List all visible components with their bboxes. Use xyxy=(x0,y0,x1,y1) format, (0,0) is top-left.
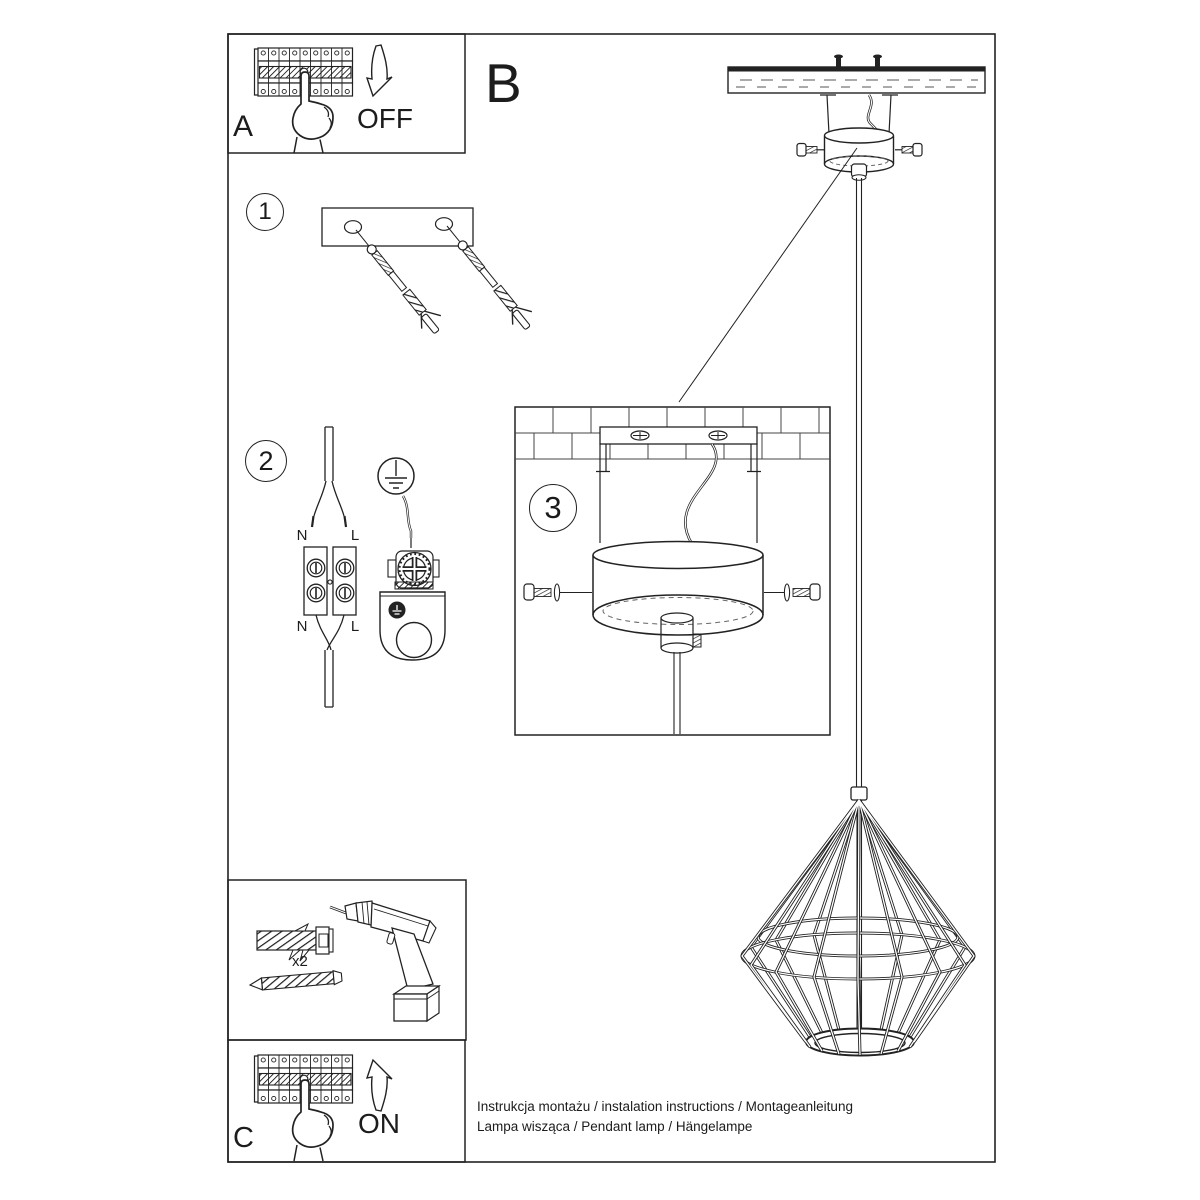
earth-wire xyxy=(401,495,413,548)
step-2-badge: 2 xyxy=(245,440,287,482)
live-label-bottom: L xyxy=(350,618,360,635)
canopy-side-screws xyxy=(523,583,821,602)
panel-b-label: B xyxy=(485,52,522,114)
canopy-screws xyxy=(796,142,923,157)
cord-detail xyxy=(673,652,681,734)
mounting-screws xyxy=(834,54,882,68)
wood-screw-icon xyxy=(248,969,343,991)
anchor-quantity-label: x2 xyxy=(292,953,308,970)
ceiling-bracket xyxy=(820,94,898,135)
mounting-bracket-detail xyxy=(599,426,758,445)
cage-connector xyxy=(850,786,868,801)
step-1-badge: 1 xyxy=(246,193,284,231)
pointer-line xyxy=(678,147,858,403)
panel-a-box xyxy=(227,33,466,154)
pendant-cord xyxy=(855,178,863,787)
panel-c-label: C xyxy=(233,1122,254,1154)
panel-a-label: A xyxy=(233,110,254,143)
terminal-block-drawing xyxy=(303,546,357,708)
drill-icon xyxy=(329,900,441,1023)
off-arrow-icon xyxy=(365,44,393,98)
power-cable-drawing xyxy=(310,426,348,528)
wall-plug-icon xyxy=(256,922,334,962)
earth-terminal-drawing xyxy=(379,550,446,661)
step-2-number: 2 xyxy=(258,445,274,476)
outer-frame xyxy=(227,33,996,1163)
live-label-top: L xyxy=(350,527,360,544)
earth-symbol-icon xyxy=(377,457,415,495)
cord-grip-detail xyxy=(660,612,702,654)
footer-line-2: Lampa wisząca / Pendant lamp / Hängelamp… xyxy=(477,1119,753,1134)
off-label: OFF xyxy=(357,103,413,134)
canopy-suspension xyxy=(596,444,761,543)
ceiling-beam-drawing xyxy=(727,54,986,136)
neutral-label-top: N xyxy=(296,527,308,544)
on-arrow-icon xyxy=(365,1058,393,1112)
wire-cage-shade xyxy=(740,786,976,1057)
footer-line-1: Instrukcja montażu / instalation instruc… xyxy=(477,1099,853,1114)
on-label: ON xyxy=(358,1108,400,1139)
step-3-badge: 3 xyxy=(529,484,577,532)
panel-c-box xyxy=(227,1039,466,1163)
mounting-strap-drawing xyxy=(321,207,474,247)
neutral-label-bottom: N xyxy=(296,618,308,635)
step-1-number: 1 xyxy=(258,198,272,225)
step-3-number: 3 xyxy=(544,490,562,525)
step3-detail-box xyxy=(514,406,831,736)
canopy-drawing xyxy=(796,127,923,181)
